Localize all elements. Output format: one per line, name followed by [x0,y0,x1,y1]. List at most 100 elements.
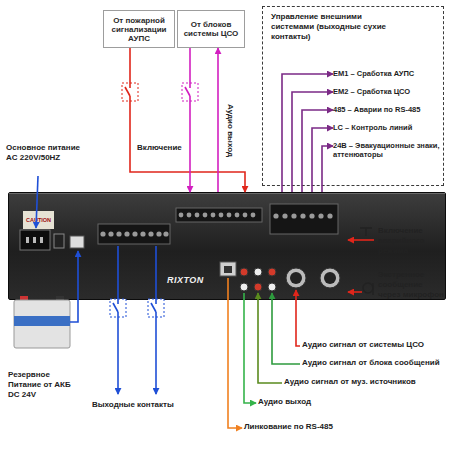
brand-name: RIXTON [167,275,204,285]
battery-wire [70,251,78,322]
terminal-screw [235,213,240,218]
relay-switch [122,83,138,101]
signal-connector [217,48,219,192]
microphone-symbol [363,283,373,293]
terminal-screw [132,231,137,236]
terminal-screw [195,213,200,218]
terminal-screw [203,213,208,218]
callout-label: Основное питание AC 220V/50HZ [6,143,84,163]
edge-label: Включение [137,143,182,153]
switch-contact [129,83,131,88]
terminal-screw [327,213,332,218]
terminal-screw [163,231,168,236]
node-text: Управление внешними системами (выходные … [271,12,393,42]
xlr-jack [320,268,340,288]
panel-highlight [9,193,445,194]
power-switch [54,234,64,248]
node-text: EM2 – Сработка ЦСО [333,87,441,96]
callout-label: Аудио сигнал от муз. источников [284,377,448,387]
control-group: Управление внешними системами (выходные … [262,6,444,186]
terminal-screw [140,231,145,236]
terminal-screw [300,213,305,218]
relay-switch [110,299,126,317]
rca-jack [268,283,276,291]
terminal-block [270,204,338,234]
rca-jack [254,268,262,276]
terminal-screw [309,213,314,218]
switch-blade [151,303,156,312]
terminal-block [176,208,262,222]
relay-switch [182,83,198,101]
microphone-wire [348,291,362,293]
terminal-screw [187,213,192,218]
rca-jack [268,268,276,276]
node-text: EM1 – Сработка АУПС [333,69,441,78]
terminal-screw [273,213,278,218]
callout-label: Выходные контакты [92,400,192,410]
callout-label: Аудио сигнал от блока сообщений [302,358,448,368]
terminal-screw [179,213,184,218]
switch-blade [125,87,130,96]
xlr-socket [290,272,302,284]
rj45-socket [224,266,232,273]
microphone-symbol [372,283,374,295]
xlr-jack [286,268,306,288]
audio-wire [244,293,256,403]
contact-entry: 485 – Аварии по RS-485 [333,105,441,119]
source-box: От блоков системы ЦСО [177,10,245,48]
signal-connector [302,110,333,192]
output-wire [117,246,119,394]
node-text: От пожарной сигнализации АУПС [106,16,172,43]
contact-entry: EM1 – Сработка АУПС [333,69,441,83]
terminal-screw [124,231,129,236]
source-box: От пожарной сигнализации АУПС [103,10,175,48]
terminal-screw [227,213,232,218]
terminal-screw [219,213,224,218]
switch-contact [155,312,157,317]
battery-body [14,300,70,348]
battery-stripe [14,316,70,326]
signal-connector [189,48,191,192]
terminal-screw [156,231,161,236]
socket-pin [40,237,43,243]
signal-connector [130,48,245,192]
switch-blade [113,303,118,312]
contact-entry: 24В – Эвакуационные знаки, аттенюаторы [333,141,441,165]
terminal-screw [291,213,296,218]
terminal-screw [116,231,121,236]
output-wire [155,246,157,394]
switch-contact [129,96,131,101]
rca-jack [254,283,262,291]
xlr-socket [324,272,336,284]
switch-blade [185,87,190,96]
contact-entry: LC – Контроль линий [333,123,441,137]
terminal-screw [100,231,105,236]
node-text: От блоков системы ЦСО [180,20,242,38]
terminal-screw [251,213,256,218]
node-text: 24В – Эвакуационные знаки, аттенюаторы [333,141,441,159]
node-text: 485 – Аварии по RS-485 [333,105,441,114]
node-text: LC – Контроль линий [333,123,441,132]
terminal-screw [148,231,153,236]
button-symbol [365,228,367,236]
callout-label: Линкование по RS-485 [244,422,394,432]
switch-contact [155,299,157,304]
audio-wire [272,293,300,364]
terminal-screw [211,213,216,218]
switch-contact [189,96,191,101]
signal-connector [282,74,333,192]
relay-switch [148,299,164,317]
switch-contact [117,312,119,317]
power-wire [36,176,38,228]
edge-label: Аудио выход [225,104,235,157]
rca-jack [240,283,248,291]
rj45-port [220,262,236,276]
terminal-screw [318,213,323,218]
power-socket [20,230,50,250]
callout-label: Резервное Питание от АКБ DC 24V [8,370,80,400]
terminal-screw [282,213,287,218]
socket-pin [33,237,36,243]
